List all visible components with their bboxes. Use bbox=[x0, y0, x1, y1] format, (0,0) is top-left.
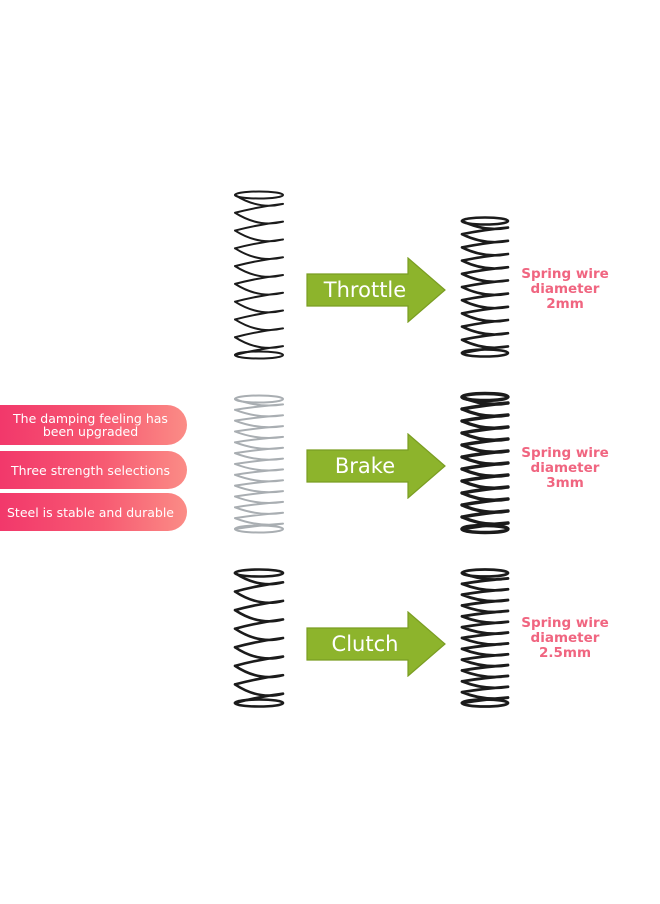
spec-brake: Spring wire diameter 3mm bbox=[515, 446, 615, 491]
feature-pill-durable: Steel is stable and durable bbox=[0, 493, 187, 531]
feature-pill-strength: Three strength selections bbox=[0, 451, 187, 489]
spec-throttle: Spring wire diameter 2mm bbox=[515, 267, 615, 312]
arrow-clutch: Clutch bbox=[306, 611, 446, 677]
arrow-right-icon bbox=[306, 433, 446, 499]
original-spring-brake bbox=[229, 390, 289, 538]
feature-pill-damping: The damping feeling has been upgraded bbox=[0, 405, 187, 445]
arrow-label-throttle: Throttle bbox=[323, 278, 407, 302]
replacement-spring-clutch bbox=[456, 564, 514, 712]
original-spring-clutch bbox=[229, 564, 289, 712]
spec-line1: Spring wire bbox=[521, 615, 609, 631]
arrow-label-brake: Brake bbox=[334, 454, 396, 478]
coil-spring-icon bbox=[460, 216, 510, 358]
arrow-brake: Brake bbox=[306, 433, 446, 499]
spec-value: 2.5mm bbox=[538, 645, 592, 661]
coil-spring-icon bbox=[233, 568, 285, 708]
replacement-spring-brake bbox=[456, 388, 514, 538]
spec-line1: Spring wire bbox=[521, 445, 609, 461]
spec-clutch: Spring wire diameter 2.5mm bbox=[515, 616, 615, 661]
replacement-spring-throttle bbox=[456, 212, 514, 362]
coil-spring-icon bbox=[234, 190, 284, 360]
spec-line2: diameter bbox=[530, 630, 600, 646]
feature-label: Steel is stable and durable bbox=[6, 504, 174, 520]
feature-label: The damping feeling has been upgraded bbox=[13, 411, 168, 439]
arrow-right-icon bbox=[306, 257, 446, 323]
coil-spring-icon bbox=[460, 568, 510, 708]
spec-value: 3mm bbox=[546, 475, 584, 491]
arrow-label-clutch: Clutch bbox=[331, 632, 399, 656]
arrow-throttle: Throttle bbox=[306, 257, 446, 323]
coil-spring-icon bbox=[234, 394, 284, 534]
spec-line2: diameter bbox=[530, 460, 600, 476]
arrow-right-icon bbox=[306, 611, 446, 677]
feature-label: Three strength selections bbox=[10, 462, 171, 478]
coil-spring-icon bbox=[460, 391, 510, 535]
spec-line1: Spring wire bbox=[521, 266, 609, 282]
spec-value: 2mm bbox=[546, 296, 584, 312]
spec-line2: diameter bbox=[530, 281, 600, 297]
original-spring-throttle bbox=[229, 186, 289, 364]
